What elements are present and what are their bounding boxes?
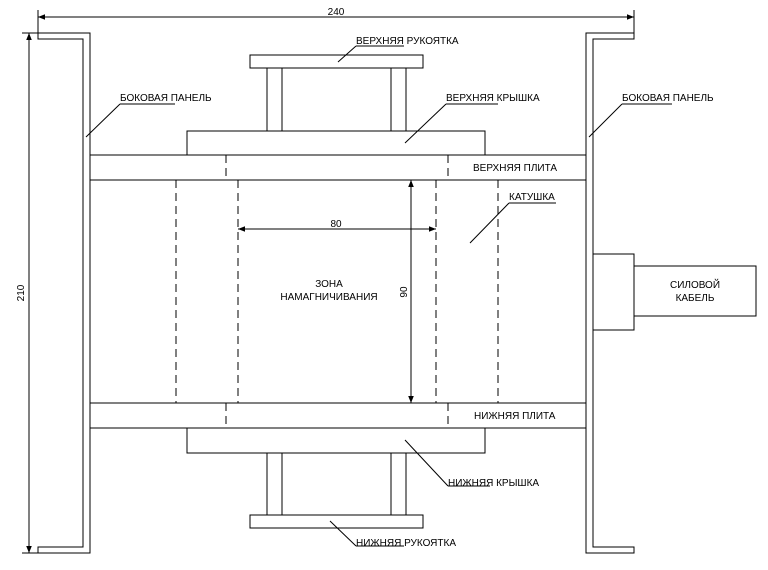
right-side-panel-label: БОКОВАЯ ПАНЕЛЬ [622, 93, 714, 104]
callout-top-cover: ВЕРХНЯЯ КРЫШКА [404, 93, 540, 144]
overall-height-dimension: 210 [16, 32, 38, 554]
callout-left-side-panel: БОКОВАЯ ПАНЕЛЬ [85, 93, 212, 138]
top-cover-label: ВЕРХНЯЯ КРЫШКА [446, 93, 540, 104]
callout-right-side-panel: БОКОВАЯ ПАНЕЛЬ [588, 93, 714, 138]
top-handle-label: ВЕРХНЯЯ РУКОЯТКА [356, 36, 459, 47]
overall-width-dimension: 240 [37, 7, 635, 33]
bottom-cover [186, 427, 486, 454]
zone-label-1: ЗОНА [315, 279, 343, 290]
top-plate-label: ВЕРХНЯЯ ПЛИТА [473, 163, 557, 174]
zone-label-2: НАМАГНИЧИВАНИЯ [280, 292, 377, 303]
top-cover [186, 130, 486, 156]
callout-bottom-handle: НИЖНЯЯ РУКОЯТКА [329, 520, 456, 549]
top-plate [90, 154, 586, 181]
cable-connector [592, 253, 635, 331]
callout-bottom-cover: НИЖНЯЯ КРЫШКА [404, 439, 539, 489]
right-side-panel [585, 32, 635, 554]
zone-width-dimension: 80 [238, 219, 436, 232]
bottom-handle-label: НИЖНЯЯ РУКОЯТКА [356, 538, 456, 549]
callout-top-handle: ВЕРХНЯЯ РУКОЯТКА [337, 36, 459, 63]
power-cable-label-2: КАБЕЛЬ [676, 293, 715, 304]
power-cable [633, 265, 757, 317]
zone-height-dimension: 90 [399, 180, 414, 403]
bottom-plate-label: НИЖНЯЯ ПЛИТА [474, 411, 556, 422]
left-side-panel [37, 32, 91, 554]
callout-coil: КАТУШКА [469, 192, 556, 244]
top-handle [249, 54, 424, 132]
zone-height-value: 90 [399, 286, 410, 298]
coil-label: КАТУШКА [509, 192, 555, 203]
left-side-panel-label: БОКОВАЯ ПАНЕЛЬ [120, 93, 212, 104]
bottom-cover-label: НИЖНЯЯ КРЫШКА [448, 478, 539, 489]
power-cable-label-1: СИЛОВОЙ [670, 278, 720, 291]
bottom-handle [249, 452, 424, 529]
overall-height-value: 210 [16, 284, 27, 301]
coil [175, 155, 499, 428]
overall-width-value: 240 [328, 7, 345, 18]
zone-width-value: 80 [330, 219, 342, 230]
